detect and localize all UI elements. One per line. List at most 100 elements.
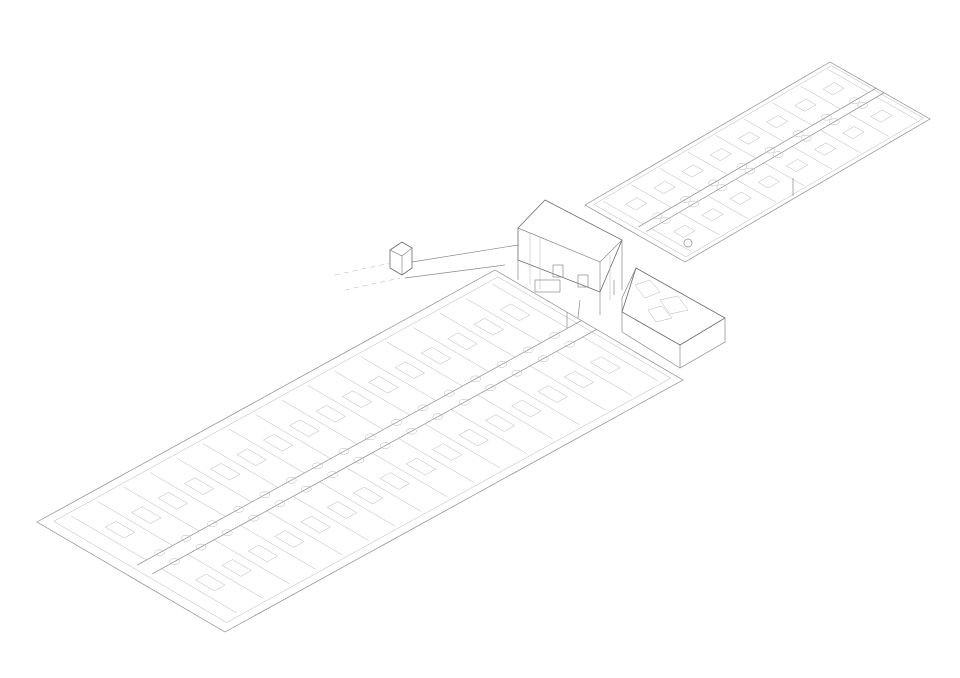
room-furniture <box>104 520 136 539</box>
door-swing <box>443 390 455 397</box>
door-swing <box>744 167 756 175</box>
annex-wall <box>621 331 681 369</box>
room-partition <box>820 129 861 153</box>
security-booth <box>334 241 519 291</box>
furniture <box>577 274 589 288</box>
annex-wall <box>621 267 637 312</box>
door-swing <box>716 184 727 191</box>
room-partition <box>556 351 632 396</box>
room-partition <box>679 211 720 236</box>
door-swing <box>792 130 804 137</box>
door-swing <box>772 151 784 158</box>
room-partition <box>360 356 437 401</box>
umbrella <box>659 295 689 315</box>
room-partition <box>71 515 147 561</box>
door-swing <box>285 477 297 484</box>
room-furniture <box>737 131 761 145</box>
room-partition <box>582 336 659 382</box>
room-partition <box>651 228 692 252</box>
door-swing <box>736 163 748 170</box>
room-partition <box>439 312 516 358</box>
room-partition <box>371 452 448 498</box>
door-swing <box>432 413 444 420</box>
entrance-pavilion <box>517 199 623 315</box>
room-furniture <box>274 530 305 548</box>
door-swing <box>708 179 719 187</box>
door-swing <box>195 543 207 551</box>
room-partition <box>229 428 305 474</box>
corridor-wall <box>152 329 597 575</box>
cyclist <box>683 238 693 248</box>
door-swing <box>688 200 699 208</box>
door-swing <box>301 485 312 493</box>
room-partition <box>707 195 748 219</box>
room-partition <box>387 341 463 387</box>
room-furniture <box>673 224 696 238</box>
door-swing <box>459 398 470 406</box>
door-swing <box>353 456 365 464</box>
door-swing <box>764 146 776 154</box>
room-furniture <box>447 332 478 350</box>
room-furniture <box>499 303 531 321</box>
door-swing <box>364 433 376 441</box>
room-furniture <box>262 434 294 452</box>
door-swing <box>312 462 323 470</box>
door-swing <box>169 558 180 565</box>
person-figure <box>577 299 581 319</box>
door-swing <box>549 332 560 339</box>
door-swing <box>800 134 812 142</box>
room-partition <box>266 510 343 556</box>
door-swing <box>821 113 832 121</box>
room-partition <box>715 135 757 159</box>
room-partition <box>413 327 489 372</box>
room-partition <box>503 380 580 425</box>
access-road <box>411 244 519 263</box>
room-furniture <box>822 82 845 96</box>
room-furniture <box>709 148 732 161</box>
door-swing <box>327 471 338 478</box>
room-furniture <box>729 191 752 205</box>
room-furniture <box>814 142 837 156</box>
door-swing <box>338 448 350 455</box>
room-partition <box>150 472 226 517</box>
long-wing <box>36 269 684 633</box>
door-swing <box>259 491 271 499</box>
room-furniture <box>473 318 504 336</box>
room-partition <box>848 113 889 137</box>
door-swing <box>660 217 671 224</box>
room-partition <box>631 184 672 208</box>
door-swing <box>496 361 508 368</box>
room-partition <box>800 85 841 110</box>
room-furniture <box>368 376 399 394</box>
door-swing <box>849 97 860 104</box>
slab-edge <box>593 65 925 258</box>
room-partition <box>492 283 568 329</box>
room-furniture <box>157 491 188 510</box>
courtyard-annex <box>621 267 726 369</box>
room-furniture <box>537 385 568 403</box>
room-furniture <box>210 463 241 481</box>
room-furniture <box>511 399 542 418</box>
room-furniture <box>458 428 489 447</box>
door-swing <box>406 427 417 435</box>
furniture <box>534 279 561 293</box>
room-partition <box>345 467 422 512</box>
room-partition <box>772 102 813 126</box>
people <box>566 178 794 328</box>
annex-wall <box>679 318 726 369</box>
corridor-wall <box>137 320 582 566</box>
door-swing <box>564 340 575 348</box>
door-swing <box>233 506 244 513</box>
pavilion-box <box>517 199 623 293</box>
room-partition <box>477 394 553 440</box>
room-furniture <box>420 347 452 365</box>
room-partition <box>763 162 805 186</box>
room-furniture <box>183 477 215 495</box>
door-swing <box>206 520 218 528</box>
door-swing <box>391 419 402 426</box>
room-furniture <box>653 181 676 194</box>
slab-outline <box>584 61 931 263</box>
room-furniture <box>842 126 865 139</box>
room-partition <box>202 443 279 488</box>
room-partition <box>735 179 776 203</box>
